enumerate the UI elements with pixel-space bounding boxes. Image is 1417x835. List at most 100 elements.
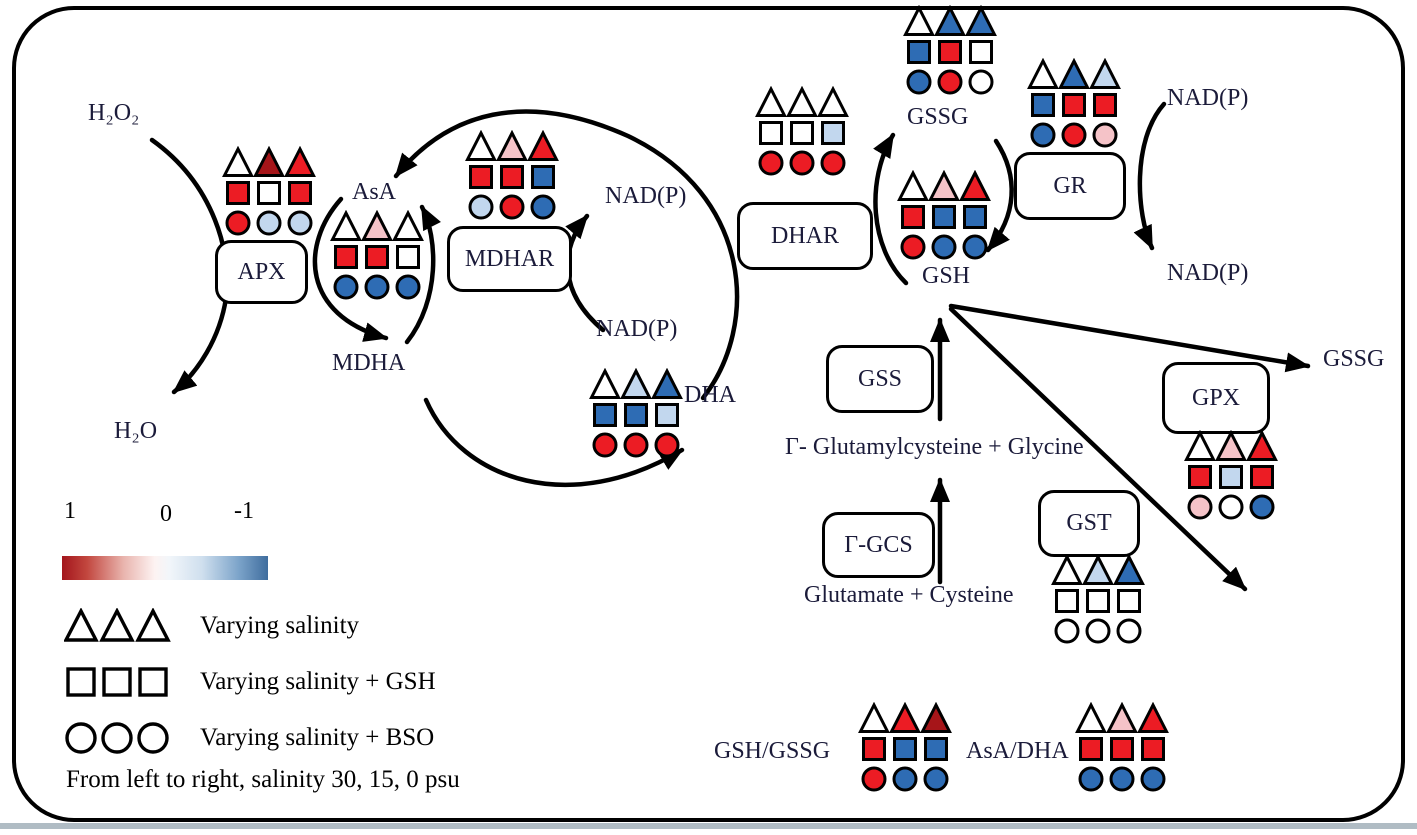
enzyme-box-gr: GR — [1014, 152, 1126, 220]
asa-dha-ratio-markers-square-2 — [1110, 737, 1134, 761]
gssg-markers-circle-3 — [968, 69, 994, 95]
dhar-markers-square-2 — [790, 121, 814, 145]
gssg-markers-triangle-3 — [965, 5, 997, 36]
legend-square-icon — [66, 667, 96, 697]
gst-markers-triangle-2 — [1082, 554, 1114, 585]
label-dha: DHA — [684, 382, 736, 408]
gr-markers-circle-1 — [1030, 122, 1056, 148]
gr-markers-triangle-3 — [1089, 58, 1121, 89]
dhar-markers-triangle-2 — [786, 86, 818, 117]
gr-markers-triangle-1 — [1027, 58, 1059, 89]
apx-markers-square-2 — [257, 181, 281, 205]
gssg-markers — [903, 5, 997, 95]
apx-markers-triangle-1 — [222, 146, 254, 177]
legend-circle-icon — [137, 722, 169, 754]
gr-markers-circle-2 — [1061, 122, 1087, 148]
dha-markers-triangle-1 — [589, 368, 621, 399]
gr-markers-square-1 — [1031, 93, 1055, 117]
legend-note: From left to right, salinity 30, 15, 0 p… — [66, 766, 460, 793]
legend-circle-icon — [65, 722, 97, 754]
gsh-gssg-ratio-markers-square-3 — [924, 737, 948, 761]
asa-dha-ratio-markers-circle-3 — [1140, 766, 1166, 792]
enzyme-label-gst: GST — [1066, 510, 1112, 536]
gsh-gssg-ratio-markers-square-2 — [893, 737, 917, 761]
gst-markers-circle-2 — [1085, 618, 1111, 644]
mdhar-markers-circle-2 — [499, 194, 525, 220]
asa-dha-ratio-markers-triangle-2 — [1106, 702, 1138, 733]
enzyme-label-gr: GR — [1053, 172, 1087, 199]
label-gsh-gssg-ratio: GSH/GSSG — [714, 738, 831, 764]
asa-markers-circle-2 — [364, 274, 390, 300]
gssg-markers-circle-2 — [937, 69, 963, 95]
gsh-gssg-ratio-markers-circle-3 — [923, 766, 949, 792]
gsh-markers-triangle-2 — [928, 170, 960, 201]
gpx-markers-circle-1 — [1187, 494, 1213, 520]
gr-markers — [1027, 58, 1121, 148]
apx-markers-triangle-3 — [284, 146, 316, 177]
gssg-markers-square-3 — [969, 40, 993, 64]
window-bottom-edge — [0, 823, 1417, 829]
legend-label-triangle: Varying salinity — [200, 612, 360, 639]
legend-label-square: Varying salinity + GSH — [200, 668, 436, 695]
label-glutamate-cysteine: Glutamate + Cysteine — [804, 582, 1014, 608]
gssg-markers-triangle-1 — [903, 5, 935, 36]
legend-circle-icons — [65, 722, 169, 754]
gsh-gssg-ratio-markers-circle-1 — [861, 766, 887, 792]
gsh-gssg-ratio-markers-circle-2 — [892, 766, 918, 792]
asa-dha-ratio-markers-triangle-1 — [1075, 702, 1107, 733]
legend-square-icon — [138, 667, 168, 697]
asa-markers-triangle-3 — [392, 210, 424, 241]
mdhar-markers-square-3 — [531, 165, 555, 189]
gssg-markers-triangle-2 — [934, 5, 966, 36]
asa-markers-circle-3 — [395, 274, 421, 300]
asa-dha-ratio-markers-circle-2 — [1109, 766, 1135, 792]
gst-markers-triangle-1 — [1051, 554, 1083, 585]
apx-markers — [222, 146, 316, 236]
gsh-markers-square-2 — [932, 205, 956, 229]
gpx-markers-triangle-2 — [1215, 430, 1247, 461]
asa-dha-ratio-markers-circle-1 — [1078, 766, 1104, 792]
gpx-markers-circle-3 — [1249, 494, 1275, 520]
dha-markers-circle-2 — [623, 432, 649, 458]
enzyme-box-gamma-gcs: Γ-GCS — [822, 512, 935, 578]
gst-markers-square-3 — [1117, 589, 1141, 613]
asa-dha-ratio-markers-square-1 — [1079, 737, 1103, 761]
label-mdha: MDHA — [332, 350, 406, 376]
asa-markers — [330, 210, 424, 300]
mdhar-markers — [465, 130, 559, 220]
apx-markers-circle-3 — [287, 210, 313, 236]
mdhar-markers-triangle-2 — [496, 130, 528, 161]
dhar-markers-square-3 — [821, 121, 845, 145]
gst-markers-square-1 — [1055, 589, 1079, 613]
gpx-markers-square-2 — [1219, 465, 1243, 489]
label-h2o: H₂O — [114, 418, 158, 444]
legend-circle-icon — [101, 722, 133, 754]
asa-markers-circle-1 — [333, 274, 359, 300]
apx-markers-circle-2 — [256, 210, 282, 236]
label-asa: AsA — [352, 179, 397, 205]
label-gsh: GSH — [922, 263, 971, 289]
gsh-gssg-ratio-markers-triangle-1 — [858, 702, 890, 733]
legend-square-icons — [66, 667, 168, 697]
asa-markers-triangle-2 — [361, 210, 393, 241]
legend-triangle-icon — [135, 608, 171, 642]
enzyme-box-gpx: GPX — [1162, 362, 1270, 434]
dha-markers-circle-3 — [654, 432, 680, 458]
dha-markers-triangle-2 — [620, 368, 652, 399]
enzyme-box-gss: GSS — [826, 345, 934, 413]
enzyme-label-gss: GSS — [857, 365, 903, 392]
gpx-markers-square-1 — [1188, 465, 1212, 489]
label-glutamylcysteine-glycine: Γ- Glutamylcysteine + Glycine — [785, 434, 1084, 460]
gsh-markers-square-3 — [963, 205, 987, 229]
gpx-markers — [1184, 430, 1278, 520]
legend-square-icon — [102, 667, 132, 697]
apx-markers-square-3 — [288, 181, 312, 205]
enzyme-box-dhar: DHAR — [737, 202, 873, 270]
asa-dha-ratio-markers-square-3 — [1141, 737, 1165, 761]
label-asa-dha-ratio: AsA/DHA — [966, 738, 1069, 764]
mdhar-markers-square-1 — [469, 165, 493, 189]
dhar-markers — [755, 86, 849, 176]
gssg-markers-square-2 — [938, 40, 962, 64]
scale-label-1: 1 — [64, 498, 76, 524]
mdhar-markers-triangle-3 — [527, 130, 559, 161]
